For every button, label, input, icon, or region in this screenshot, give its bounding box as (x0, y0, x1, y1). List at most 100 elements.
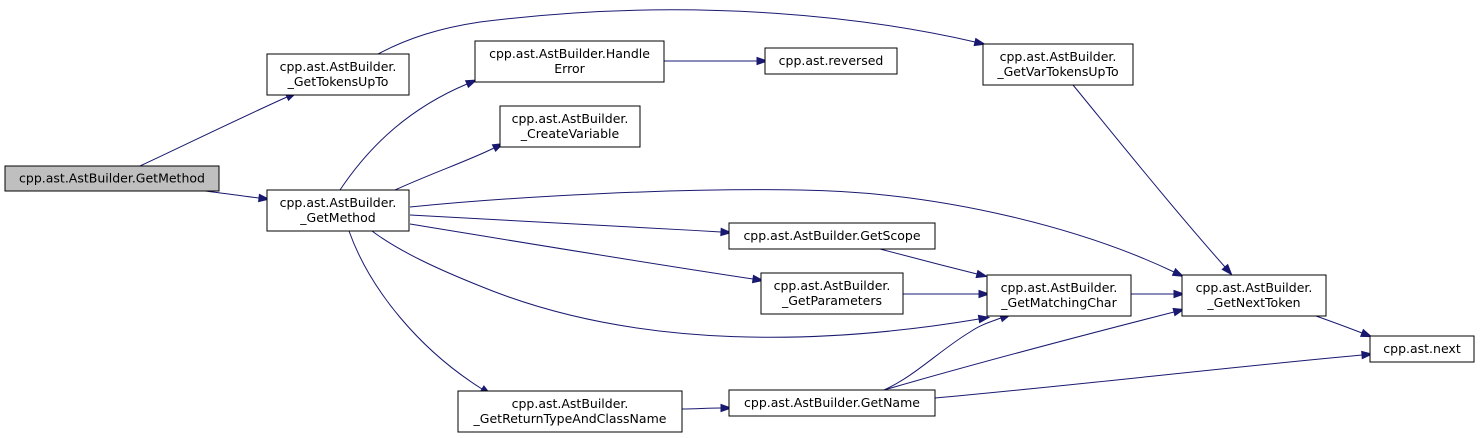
arrowhead (1221, 263, 1233, 276)
node-getscope[interactable]: cpp.ast.AstBuilder.GetScope (728, 222, 936, 250)
node-box (982, 43, 1134, 86)
node-box (1369, 335, 1475, 363)
edge-getmethod_priv-to-handleerror (339, 79, 478, 191)
arrowhead (978, 289, 991, 299)
node-label: cpp.ast.AstBuilder.Handle (489, 46, 650, 61)
node-getreturntype[interactable]: cpp.ast.AstBuilder._GetReturnTypeAndClas… (457, 390, 683, 433)
node-box (764, 47, 898, 75)
node-label: cpp.ast.AstBuilder. (280, 195, 397, 210)
node-label: _GetVarTokensUpTo (996, 64, 1118, 79)
arrowhead (720, 403, 733, 413)
node-label: cpp.ast.AstBuilder.GetScope (743, 228, 920, 243)
edge-getmethod_priv-to-getmatchingchar (371, 230, 991, 338)
edge-line (934, 354, 1363, 399)
node-getname[interactable]: cpp.ast.AstBuilder.GetName (728, 389, 936, 417)
edge-line (681, 407, 722, 410)
edge-line (1315, 315, 1363, 334)
node-label: _CreateVariable (520, 126, 620, 141)
node-next[interactable]: cpp.ast.next (1369, 335, 1475, 363)
arrowhead (751, 274, 765, 284)
node-label: _GetMatchingChar (1000, 295, 1117, 310)
edge-line (339, 83, 468, 191)
node-getmatchingchar[interactable]: cpp.ast.AstBuilder._GetMatchingChar (986, 274, 1132, 317)
node-label: cpp.ast.AstBuilder. (512, 111, 629, 126)
edge-line (879, 248, 978, 275)
edge-getmethod_priv-to-getparameters (409, 223, 765, 284)
nodes-layer: cpp.ast.AstBuilder.GetMethod cpp.ast.AstB… (4, 40, 1475, 433)
node-box (266, 53, 410, 96)
arrowhead (464, 79, 478, 89)
node-getmethod_priv[interactable]: cpp.ast.AstBuilder._GetMethod (266, 189, 410, 232)
edges-layer (139, 9, 1374, 413)
arrowhead (977, 314, 991, 324)
node-box (474, 40, 665, 83)
edge-line (139, 96, 288, 167)
node-box (728, 222, 936, 250)
node-box (266, 189, 410, 232)
node-label: _GetTokensUpTo (287, 74, 389, 89)
arrowhead (1361, 350, 1374, 360)
edge-getmethod_priv-to-getreturntype (348, 230, 492, 396)
node-createvariable[interactable]: cpp.ast.AstBuilder._CreateVariable (499, 105, 641, 148)
node-box (1181, 274, 1327, 317)
edge-line (371, 230, 980, 338)
edge-line (883, 311, 1175, 391)
node-getparameters[interactable]: cpp.ast.AstBuilder._GetParameters (760, 272, 904, 315)
node-label: cpp.ast.AstBuilder. (280, 59, 397, 74)
edge-handleerror-to-reversed (664, 56, 769, 66)
edge-getvartokensupto-to-getnexttoken (1072, 84, 1233, 276)
node-box (457, 390, 683, 433)
arrowhead (973, 37, 987, 47)
node-label: Error (554, 61, 585, 76)
edge-line (348, 230, 483, 390)
edge-line (409, 214, 722, 233)
edge-getname-to-next (934, 350, 1374, 399)
node-label: cpp.ast.AstBuilder.GetName (744, 395, 920, 410)
arrowhead (258, 193, 271, 203)
edge-getname-to-getnexttoken (883, 307, 1186, 391)
edge-getnexttoken-to-next (1315, 315, 1373, 338)
node-label: cpp.ast.AstBuilder.GetMethod (19, 171, 205, 186)
edge-getmethod_priv-to-getnexttoken (409, 189, 1185, 277)
node-label: _GetParameters (781, 293, 882, 308)
node-box (986, 274, 1132, 317)
edge-line (883, 317, 1002, 391)
edge-getmethod-to-gettokensupto (139, 92, 298, 167)
arrowhead (1171, 267, 1185, 277)
edge-line (377, 9, 976, 55)
node-getnexttoken[interactable]: cpp.ast.AstBuilder._GetNextToken (1181, 274, 1327, 317)
node-reversed[interactable]: cpp.ast.reversed (764, 47, 898, 75)
node-box (4, 165, 220, 192)
arrowhead (1173, 289, 1186, 299)
node-label: _GetReturnTypeAndClassName (473, 411, 667, 426)
node-label: cpp.ast.AstBuilder. (1196, 280, 1313, 295)
edge-getparameters-to-getmatchingchar (902, 289, 991, 299)
edge-getscope-to-getmatchingchar (879, 248, 989, 279)
node-label: cpp.ast.next (1383, 341, 1461, 356)
arrowhead (1172, 307, 1186, 317)
edge-getreturntype-to-getname (681, 403, 733, 413)
arrowhead (756, 56, 769, 66)
arrowhead (1359, 328, 1373, 338)
node-label: cpp.ast.AstBuilder. (512, 396, 629, 411)
node-label: _GetNextToken (1206, 295, 1300, 310)
node-gettokensupto[interactable]: cpp.ast.AstBuilder._GetTokensUpTo (266, 53, 410, 96)
node-box (728, 389, 936, 417)
node-box (760, 272, 904, 315)
node-getvartokensupto[interactable]: cpp.ast.AstBuilder._GetVarTokensUpTo (982, 43, 1134, 86)
edge-line (409, 189, 1175, 273)
node-label: _GetMethod (299, 210, 375, 225)
edge-line (1072, 84, 1226, 268)
edge-getmatchingchar-to-getnexttoken (1130, 289, 1186, 299)
arrowhead (975, 269, 989, 279)
edge-getmethod_priv-to-createvariable (394, 142, 505, 191)
node-label: cpp.ast.AstBuilder. (774, 278, 891, 293)
edge-line (204, 190, 260, 199)
node-label: cpp.ast.AstBuilder. (1000, 49, 1117, 64)
node-getmethod[interactable]: cpp.ast.AstBuilder.GetMethod (4, 165, 220, 192)
edge-line (394, 147, 495, 191)
edge-line (409, 223, 754, 280)
edge-gettokensupto-to-getvartokensupto (377, 9, 987, 55)
